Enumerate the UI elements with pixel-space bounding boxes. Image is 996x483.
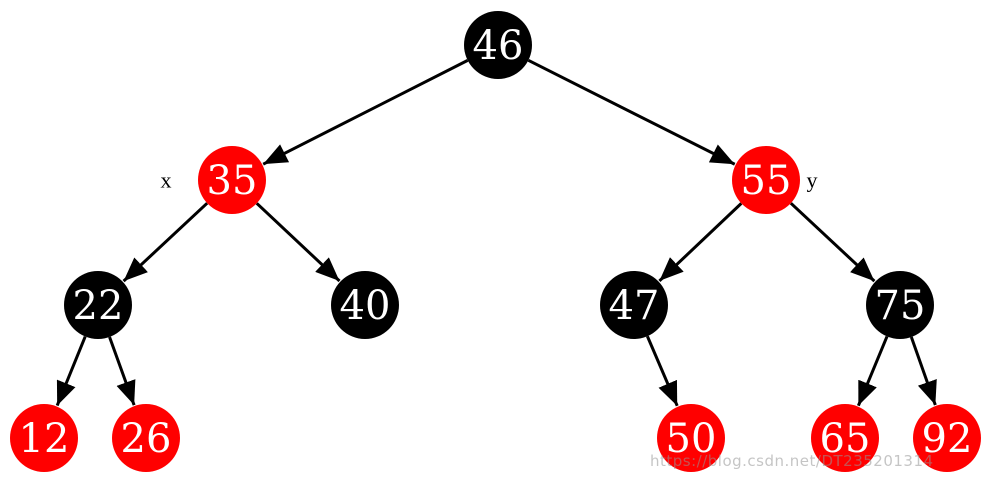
- edge-75-65: [856, 335, 889, 407]
- node-label: 65: [820, 416, 871, 462]
- node-tag-x: x: [161, 168, 172, 193]
- node-circle-red: [657, 404, 725, 472]
- edge-22-12: [55, 335, 87, 407]
- edge-46-55: [527, 58, 736, 166]
- node-circle-black: [64, 271, 132, 339]
- tree-node-46: 46: [464, 11, 532, 79]
- node-label: 75: [875, 283, 926, 329]
- node-circle-red: [732, 146, 800, 214]
- edge-35-40: [255, 202, 341, 283]
- edge-55-75: [789, 202, 876, 283]
- edge-75-92: [909, 336, 937, 406]
- node-label: 50: [666, 416, 717, 462]
- node-circle-red: [811, 404, 879, 472]
- tree-node-92: 92: [913, 404, 981, 472]
- edge-55-47: [658, 202, 743, 283]
- edges-layer: [55, 58, 937, 407]
- edge-22-26: [108, 336, 136, 406]
- node-circle-red: [10, 404, 78, 472]
- nodes-layer: 46 35 55 22 40 47 75 12 26 50 65 92: [10, 11, 981, 472]
- tree-node-35: 35: [198, 146, 266, 214]
- node-label: 35: [207, 158, 258, 204]
- node-label: 92: [922, 416, 973, 462]
- tree-node-40: 40: [331, 271, 399, 339]
- edge-35-22: [122, 202, 209, 283]
- node-label: 46: [473, 23, 524, 69]
- node-circle-black: [600, 271, 668, 339]
- node-circle-black: [464, 11, 532, 79]
- tree-node-47: 47: [600, 271, 668, 339]
- node-label: 47: [609, 283, 660, 329]
- node-circle-red: [112, 404, 180, 472]
- tree-node-55: 55: [732, 146, 800, 214]
- tree-node-26: 26: [112, 404, 180, 472]
- watermark-text: https://blog.csdn.net/DT235201314: [650, 452, 934, 470]
- tree-node-12: 12: [10, 404, 78, 472]
- node-tag-y: y: [807, 168, 818, 193]
- node-label: 26: [121, 416, 172, 462]
- node-label: 55: [741, 158, 792, 204]
- node-circle-red: [913, 404, 981, 472]
- edge-46-35: [262, 59, 469, 166]
- node-label: 12: [19, 416, 70, 462]
- tree-node-22: 22: [64, 271, 132, 339]
- tree-node-75: 75: [866, 271, 934, 339]
- node-label: 40: [340, 283, 391, 329]
- tree-node-65: 65: [811, 404, 879, 472]
- node-label: 22: [73, 283, 124, 329]
- node-circle-black: [866, 271, 934, 339]
- tree-node-50: 50: [657, 404, 725, 472]
- node-circle-red: [198, 146, 266, 214]
- node-circle-black: [331, 271, 399, 339]
- edge-47-50: [646, 335, 679, 407]
